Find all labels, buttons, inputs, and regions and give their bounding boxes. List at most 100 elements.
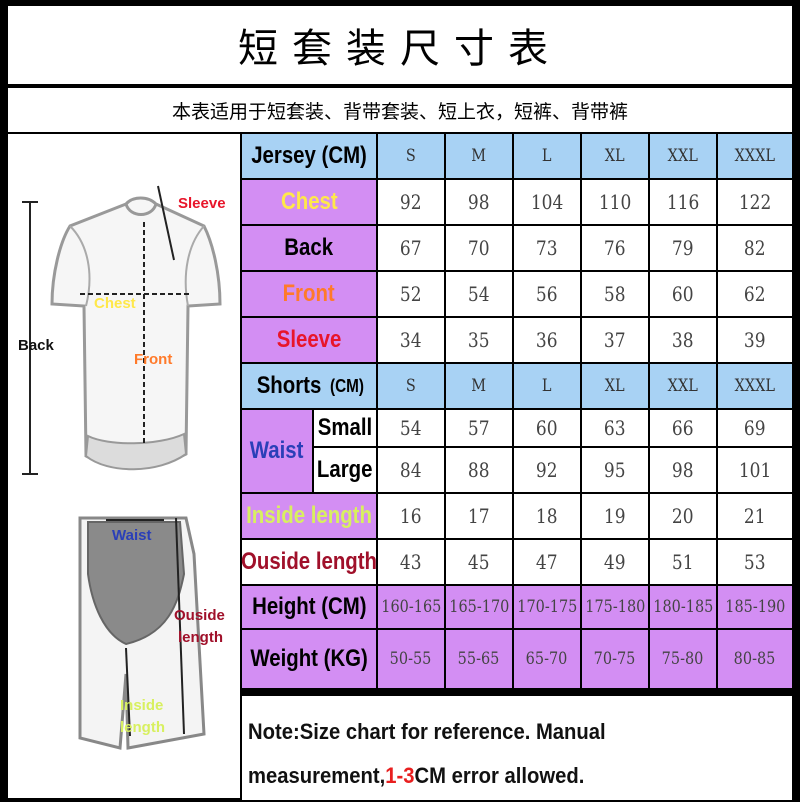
waist-small-value: 57 [446,410,512,446]
height-label-cell-text: Height (CM) [251,593,367,620]
weight-range-value-text: 50-55 [390,649,432,669]
jersey-value-cell-text: 60 [672,282,694,306]
jersey-size-header-text: XXL [667,146,699,166]
height-label-cell: Height (CM) [242,586,376,628]
jersey-value-cell-text: 54 [468,282,490,306]
jersey-value-cell-text: 67 [400,236,422,260]
note-text-after: CM error allowed. [414,763,585,788]
jersey-header-cell-text: Jersey (CM) [251,142,367,169]
jersey-size-header: L [514,134,580,178]
inside-length-value-text: 20 [672,504,694,528]
note-text-before: Note:Size chart for reference. Manual me… [248,719,606,788]
jersey-row-label-1: Back [242,226,376,270]
outside-length-value: 47 [514,540,580,584]
shorts-size-header-text: XXL [667,376,699,396]
shorts-size-header: L [514,364,580,408]
inside-length-value-text: 19 [604,504,626,528]
jersey-value-cell: 35 [446,318,512,362]
shorts-header-unit: (CM) [330,375,365,396]
weight-range-value-text: 70-75 [594,649,636,669]
waist-small-value: 60 [514,410,580,446]
waist-small-value: 69 [718,410,792,446]
jersey-row-label-2: Front [242,272,376,316]
waist-large-value: 88 [446,448,512,492]
jersey-value-cell-text: 70 [468,236,490,260]
jersey-value-cell-text: 92 [400,190,422,214]
weight-range-value: 80-85 [718,630,792,688]
jersey-value-cell: 116 [650,180,716,224]
jersey-value-cell-text: 76 [604,236,626,260]
chest-diagram-label: Chest [94,295,136,312]
outside-length-value-text: 43 [400,550,422,574]
inside-length-value: 18 [514,494,580,538]
inside-diagram-label-line1: Inside [120,697,163,714]
waist-large-value: 95 [582,448,648,492]
weight-range-value: 75-80 [650,630,716,688]
shorts-header-cell: Shorts(CM) [242,364,376,408]
height-range-value-text: 165-170 [448,597,510,617]
inside-length-value: 20 [650,494,716,538]
note-text: Note:Size chart for reference. Manual me… [248,710,745,798]
jersey-value-cell: 79 [650,226,716,270]
outside-length-value-text: 49 [604,550,626,574]
jersey-shorts-diagram-svg: Sleeve Chest Back Front Waist Ouside len… [18,185,226,750]
waist-large-value: 84 [378,448,444,492]
shorts-size-header-text: L [542,376,552,396]
height-range-value: 165-170 [446,586,512,628]
jersey-value-cell: 38 [650,318,716,362]
waist-small-value-text: 54 [400,416,422,440]
waist-large-value-text: 101 [738,458,772,482]
shorts-size-header-text: S [406,376,416,396]
jersey-drawing [22,185,222,475]
note-highlight: 1-3 [385,763,415,788]
jersey-value-cell: 34 [378,318,444,362]
weight-range-value: 50-55 [378,630,444,688]
jersey-header-cell: Jersey (CM) [242,134,376,178]
jersey-size-header-text: M [471,146,487,166]
back-diagram-label: Back [18,337,55,354]
waist-large-value-text: 98 [672,458,694,482]
weight-range-value-text: 75-80 [662,649,704,669]
jersey-size-header: XXXL [718,134,792,178]
inside-length-value: 19 [582,494,648,538]
outside-length-value-text: 47 [536,550,558,574]
height-range-value-text: 175-180 [584,597,646,617]
jersey-value-cell: 52 [378,272,444,316]
jersey-row-label-2-text: Front [282,280,336,307]
jersey-value-cell-text: 58 [604,282,626,306]
waist-label-cell: Waist [242,410,312,492]
height-range-value-text: 160-165 [380,597,442,617]
jersey-value-cell-text: 34 [400,328,422,352]
outside-diagram-label-line1: Ouside [174,607,225,624]
outside-length-label-cell-text: Ouside length [241,548,378,575]
waist-diagram-label: Waist [112,527,151,544]
jersey-value-cell: 58 [582,272,648,316]
height-range-value-text: 180-185 [652,597,714,617]
height-range-value-text: 170-175 [516,597,578,617]
outside-length-value-text: 51 [672,550,694,574]
waist-large-value-text: 95 [604,458,626,482]
shorts-size-header: M [446,364,512,408]
jersey-row-label-0: Chest [242,180,376,224]
jersey-value-cell-text: 62 [744,282,766,306]
waist-small-value-text: 66 [672,416,694,440]
jersey-value-cell-text: 79 [672,236,694,260]
jersey-size-header-text: XXXL [734,146,776,166]
weight-label-cell: Weight (KG) [242,630,376,688]
measurement-diagram: Sleeve Chest Back Front Waist Ouside len… [8,134,240,798]
jersey-size-header: S [378,134,444,178]
shorts-drawing [78,516,206,750]
jersey-row-label-0-text: Chest [280,188,338,215]
outside-length-value: 53 [718,540,792,584]
weight-range-value: 55-65 [446,630,512,688]
weight-range-value: 70-75 [582,630,648,688]
height-range-value: 170-175 [514,586,580,628]
outside-length-value-text: 53 [744,550,766,574]
jersey-value-cell: 39 [718,318,792,362]
note-box: Note:Size chart for reference. Manual me… [242,696,792,800]
waist-large-label-cell-text: Large [317,456,373,483]
jersey-size-header-text: L [542,146,552,166]
jersey-value-cell-text: 52 [400,282,422,306]
waist-large-value-text: 88 [468,458,490,482]
jersey-value-cell: 98 [446,180,512,224]
